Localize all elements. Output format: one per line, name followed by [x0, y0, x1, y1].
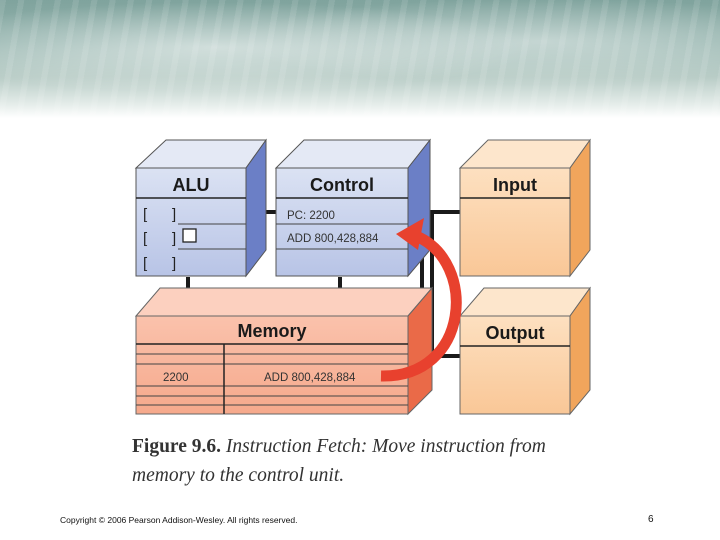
- figure-caption-text: Instruction Fetch: Move instruction from…: [132, 436, 546, 486]
- control-title: Control: [310, 175, 374, 195]
- memory-box: Memory 2200 ADD 800,428,884: [134, 286, 434, 416]
- memory-address: 2200: [163, 372, 189, 384]
- alu-register-open: [: [143, 230, 148, 247]
- alu-title: ALU: [173, 175, 210, 195]
- alu-register-close: ]: [172, 206, 176, 223]
- instruction-register: ADD 800,428,884: [287, 233, 379, 245]
- input-title: Input: [493, 175, 537, 195]
- page-number: 6: [648, 514, 654, 525]
- memory-contents: ADD 800,428,884: [264, 372, 356, 384]
- alu-register-open: [: [143, 255, 148, 272]
- input-box: Input: [458, 138, 591, 278]
- figure-caption: Figure 9.6. Instruction Fetch: Move inst…: [132, 432, 572, 490]
- copyright-notice: Copyright © 2006 Pearson Addison-Wesley.…: [60, 515, 298, 525]
- alu-box: ALU [ ] [ ] [ ]: [134, 138, 267, 278]
- program-counter: PC: 2200: [287, 210, 335, 222]
- header-banner: [0, 0, 720, 118]
- figure-number: Figure 9.6.: [132, 436, 222, 457]
- output-box: Output: [458, 286, 591, 416]
- memory-title: Memory: [237, 321, 306, 341]
- alu-register-open: [: [143, 206, 148, 223]
- alu-register-close: ]: [172, 230, 176, 247]
- fetch-arrow: [380, 218, 462, 382]
- output-title: Output: [486, 323, 545, 343]
- alu-register-close: ]: [172, 255, 176, 272]
- computer-organization-diagram: ALU [ ] [ ] [ ] Control PC: 2200 ADD 800…: [134, 138, 591, 416]
- control-box: Control PC: 2200 ADD 800,428,884: [274, 138, 432, 278]
